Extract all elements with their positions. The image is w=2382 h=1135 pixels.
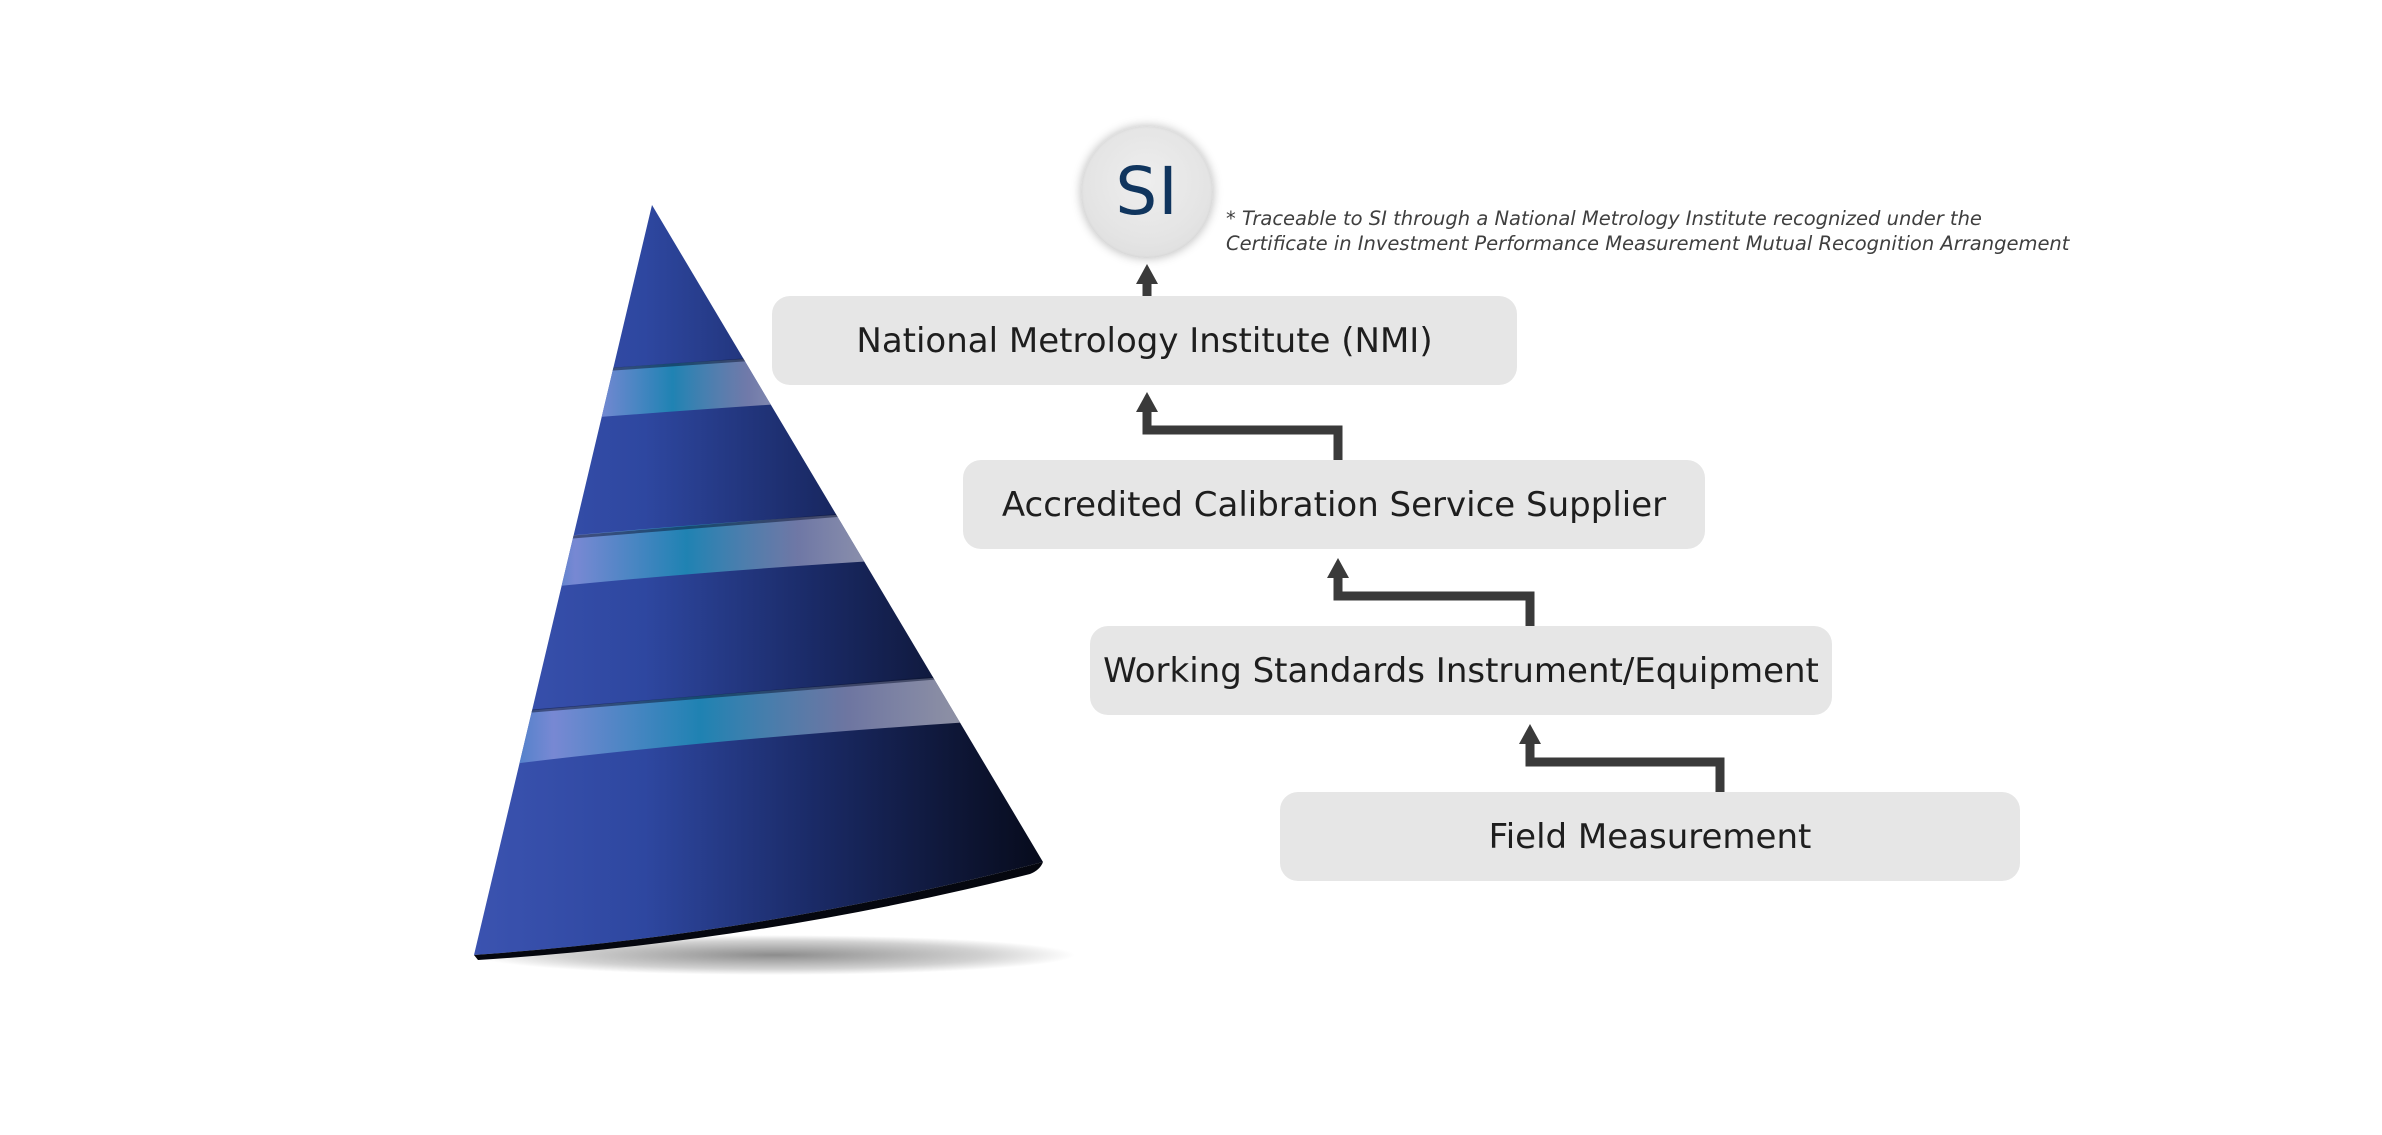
traceability-note-line-1: * Traceable to SI through a National Met… — [1226, 207, 1982, 230]
traceability-note-line-2: Certificate in Investment Performance Me… — [1226, 232, 2070, 255]
level-accredited-calibration-box: Accredited Calibration Service Supplier — [963, 460, 1705, 549]
connector-arrows — [1142, 282, 1725, 792]
traceability-note: * Traceable to SI through a National Met… — [1226, 206, 2069, 256]
arrowhead-acss — [1327, 558, 1349, 578]
arrow-wsi-to-acss-line — [1333, 576, 1535, 626]
arrow-acss-to-nmi-line — [1142, 410, 1343, 460]
arrow-heads — [1136, 264, 1541, 744]
si-circle: SI — [1081, 126, 1213, 258]
level-working-standards-label: Working Standards Instrument/Equipment — [1103, 650, 1819, 691]
level-accredited-calibration-label: Accredited Calibration Service Supplier — [1001, 484, 1667, 525]
level-nmi-box: National Metrology Institute (NMI) — [772, 296, 1517, 385]
arrowhead-si — [1136, 264, 1158, 284]
arrow-fm-to-wsi-line — [1525, 742, 1725, 792]
cone-band-1 — [560, 356, 810, 420]
si-label: SI — [1115, 153, 1179, 230]
cone-band-3 — [480, 676, 970, 768]
level-field-measurement-label: Field Measurement — [1488, 816, 1812, 857]
level-nmi-label: National Metrology Institute (NMI) — [856, 320, 1433, 361]
level-working-standards-box: Working Standards Instrument/Equipment — [1090, 626, 1832, 715]
cone-band-2 — [520, 512, 890, 590]
cone-tier-edge-2 — [559, 510, 881, 540]
level-field-measurement-box: Field Measurement — [1280, 792, 2020, 881]
arrowhead-wsi — [1519, 724, 1541, 744]
arrowhead-nmi — [1136, 392, 1158, 412]
cone-bands — [480, 354, 970, 768]
cone-tier-edge-3 — [519, 674, 961, 714]
